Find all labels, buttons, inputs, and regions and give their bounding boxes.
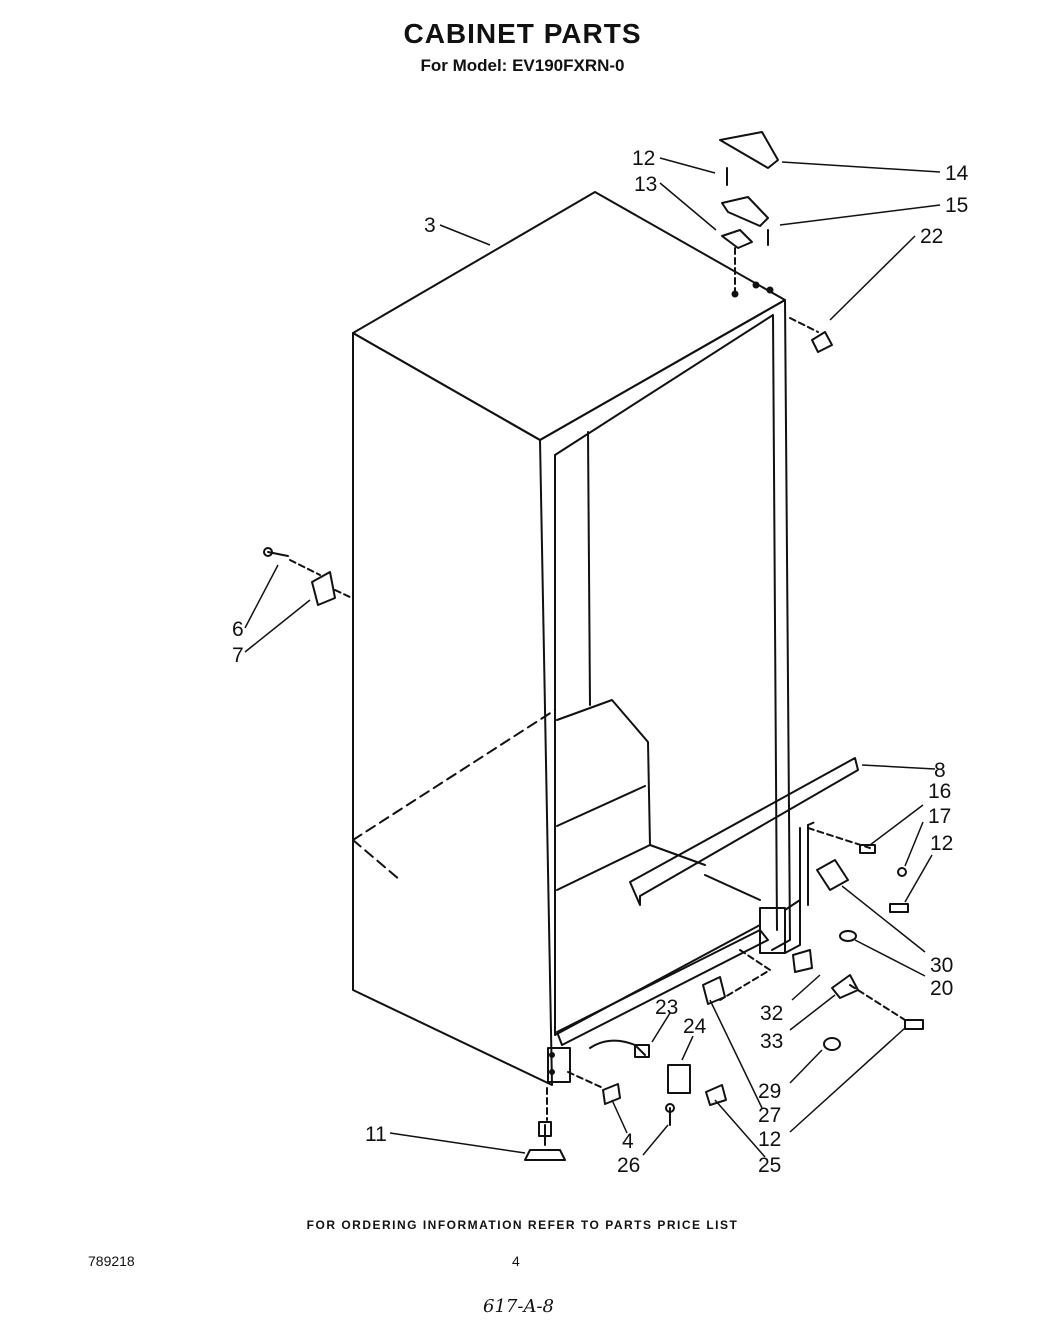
handwritten-note: 617-A-8	[483, 1296, 554, 1317]
callout-label: 17	[928, 805, 951, 828]
callout-label: 33	[760, 1030, 783, 1053]
model-subtitle: For Model: EV190FXRN-0	[420, 56, 625, 75]
wire-23	[589, 1039, 646, 1056]
part-25	[705, 1084, 727, 1106]
hinge-cover	[719, 131, 779, 169]
hinge-shim	[721, 229, 753, 249]
part-27	[702, 976, 726, 1005]
callout-label: 6	[232, 618, 244, 641]
hinge-pin-30	[816, 859, 849, 891]
ordering-note: FOR ORDERING INFORMATION REFER TO PARTS …	[306, 1218, 739, 1232]
callout-label: 23	[655, 996, 678, 1019]
document-number: 789218	[88, 1253, 135, 1269]
callout-label: 29	[758, 1080, 781, 1103]
door-stop-7	[311, 571, 336, 606]
washer-20	[839, 930, 857, 942]
callout-label: 30	[930, 954, 953, 977]
toe-grille-bar	[629, 757, 859, 906]
callout-label: 25	[758, 1154, 781, 1177]
leveling-leg-11	[524, 1124, 566, 1161]
callout-label: 16	[928, 780, 951, 803]
callout-label: 20	[930, 977, 953, 1000]
callout-label: 12	[632, 147, 655, 170]
part-4	[602, 1083, 621, 1105]
callout-label: 27	[758, 1104, 781, 1127]
bushing-29	[823, 1037, 841, 1051]
cabinet-front-frame	[539, 299, 791, 951]
callout-label: 4	[622, 1130, 634, 1153]
callout-label: 7	[232, 644, 244, 667]
callout-label: 12	[758, 1128, 781, 1151]
callout-label: 22	[920, 225, 943, 248]
page-number: 4	[512, 1253, 520, 1269]
bracket-32	[792, 949, 813, 973]
callout-label: 13	[634, 173, 657, 196]
cabinet-top	[352, 191, 786, 441]
callout-label: 8	[934, 759, 946, 782]
cabinet-left-side	[352, 332, 553, 1086]
callout-label: 11	[365, 1123, 387, 1146]
callout-label: 3	[424, 214, 436, 237]
callout-label: 32	[760, 1002, 783, 1025]
callout-label: 12	[930, 832, 953, 855]
callout-label: 24	[683, 1015, 707, 1038]
hinge-top	[721, 196, 769, 227]
part-24	[667, 1064, 691, 1094]
callout-label: 15	[945, 194, 968, 217]
hole-plug	[811, 331, 833, 353]
page-title: CABINET PARTS	[403, 18, 642, 49]
callout-label: 26	[617, 1154, 640, 1177]
callout-label: 14	[945, 162, 969, 185]
